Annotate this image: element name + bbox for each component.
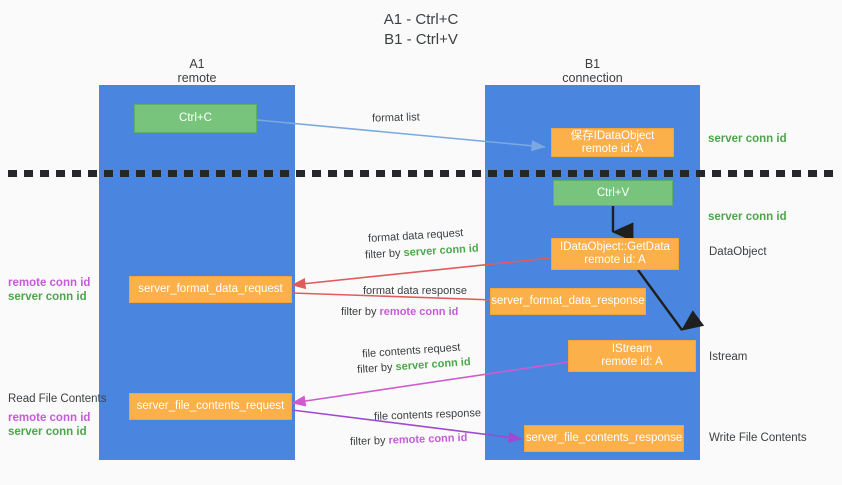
box-server-format-data-request-label: server_format_data_request [138, 283, 283, 295]
right-note-istream-text: Istream [709, 351, 748, 363]
edge-label-format-list: format list [372, 110, 420, 125]
box-idataobject-getdata-line-1: IDataObject::GetData [560, 241, 670, 253]
filter-key-server-conn-id: server conn id [403, 242, 479, 260]
lane-a1-sub: remote [177, 71, 217, 85]
left-note-server-conn-id-2: server conn id [8, 426, 87, 438]
filter-key-server-conn-id: server conn id [395, 356, 471, 374]
filter-key-remote-conn-id: remote conn id [379, 306, 459, 318]
box-ctrl-c-label: Ctrl+C [179, 112, 212, 124]
box-save-idataobject[interactable]: 保存IDataObject remote id: A [551, 128, 674, 157]
box-server-format-data-response[interactable]: server_format_data_response [490, 288, 646, 315]
box-server-file-contents-request-label: server_file_contents_request [136, 400, 285, 412]
right-note-dataobject-text: DataObject [709, 246, 767, 258]
lane-a1-name: A1 [189, 57, 205, 71]
edge-label-format-data-response-text: format data response [363, 285, 467, 297]
box-ctrl-v[interactable]: Ctrl+V [553, 180, 673, 206]
box-ctrl-v-label: Ctrl+V [596, 186, 630, 199]
left-note-remote-conn-id-1: remote conn id [8, 277, 91, 289]
edge-label-format-data-request-text: format data request [367, 227, 464, 245]
left-note-remote-conn-id-2: remote conn id [8, 412, 91, 424]
left-note-conn-ids-1: remote conn id server conn id [8, 276, 90, 304]
box-ctrl-c[interactable]: Ctrl+C [134, 104, 257, 133]
box-server-file-contents-response[interactable]: server_file_contents_response [524, 425, 684, 452]
box-server-format-data-response-label: server_format_data_response [491, 295, 645, 307]
filter-key-remote-conn-id: remote conn id [388, 431, 468, 447]
left-note-read-file-contents-text: Read File Contents [8, 393, 107, 405]
box-save-idataobject-line-1: 保存IDataObject [570, 129, 655, 142]
lane-header-b1: B1 connection [485, 57, 700, 85]
filter-prefix: filter by [356, 361, 396, 376]
box-idataobject-getdata-line-2: remote id: A [584, 254, 646, 266]
left-note-read-file-contents: Read File Contents [8, 392, 106, 406]
title-line-1: A1 - Ctrl+C [383, 11, 459, 28]
lane-b1-name: B1 [584, 57, 601, 71]
right-note-server-conn-id-mid-text: server conn id [708, 211, 787, 223]
left-note-server-conn-id-1: server conn id [8, 291, 87, 303]
box-istream[interactable]: IStream remote id: A [568, 340, 696, 372]
right-note-istream: Istream [709, 350, 747, 364]
right-note-write-file-contents: Write File Contents [709, 431, 807, 445]
edge-label-format-data-response-filter: filter by remote conn id [341, 305, 458, 319]
right-note-server-conn-id-top-text: server conn id [708, 133, 787, 145]
edge-label-format-data-response: format data response [363, 284, 467, 298]
filter-prefix: filter by [364, 247, 404, 262]
right-note-server-conn-id-top: server conn id [708, 132, 787, 146]
box-istream-line-2: remote id: A [601, 356, 663, 368]
page-title: A1 - Ctrl+C B1 - Ctrl+V [0, 10, 842, 50]
right-note-write-file-contents-text: Write File Contents [709, 432, 807, 444]
box-server-format-data-request[interactable]: server_format_data_request [129, 276, 292, 303]
right-note-dataobject: DataObject [709, 245, 767, 259]
filter-prefix: filter by [349, 434, 389, 449]
edge-label-format-list-text: format list [371, 111, 420, 125]
box-server-file-contents-request[interactable]: server_file_contents_request [129, 393, 292, 420]
left-note-conn-ids-2: remote conn id server conn id [8, 411, 90, 439]
filter-prefix: filter by [341, 306, 380, 318]
lane-b1-sub: connection [562, 71, 623, 85]
phase-divider [8, 170, 834, 177]
box-istream-line-1: IStream [611, 343, 653, 355]
edge-label-file-contents-response-text: file contents response [373, 407, 482, 423]
title-line-2: B1 - Ctrl+V [384, 31, 458, 48]
box-save-idataobject-line-2: remote id: A [581, 142, 644, 155]
lane-header-a1: A1 remote [99, 57, 295, 85]
box-idataobject-getdata[interactable]: IDataObject::GetData remote id: A [551, 238, 679, 270]
box-server-file-contents-response-label: server_file_contents_response [525, 432, 683, 444]
right-note-server-conn-id-mid: server conn id [708, 210, 787, 224]
edge-label-file-contents-response-filter: filter by remote conn id [350, 431, 468, 449]
edge-label-file-contents-response: file contents response [374, 406, 481, 424]
